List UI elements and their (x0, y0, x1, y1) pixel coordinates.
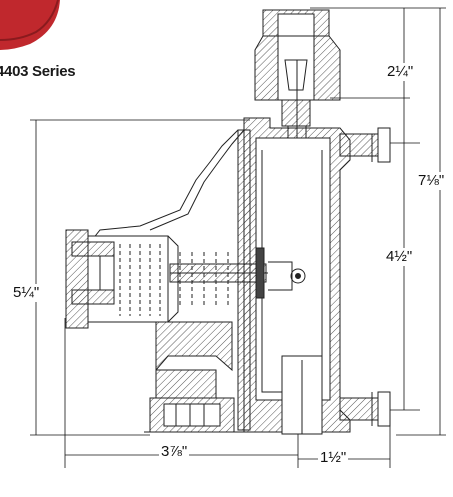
logo-mark (0, 0, 60, 50)
dimension-top-section-label: 2¼" (385, 63, 416, 81)
dimension-body-height-label: 4½" (384, 248, 415, 266)
lower-outlet (144, 321, 244, 433)
dimension-left-width-label: 3⅞" (159, 443, 190, 461)
series-title: 4403 Series (0, 63, 76, 80)
spring-bonnet (65, 229, 306, 329)
dimension-right-width-label: 1½" (318, 449, 349, 467)
dimension-left-height-label: 5¼" (11, 284, 42, 302)
dimension-overall-height-label: 7⅛" (416, 172, 447, 190)
